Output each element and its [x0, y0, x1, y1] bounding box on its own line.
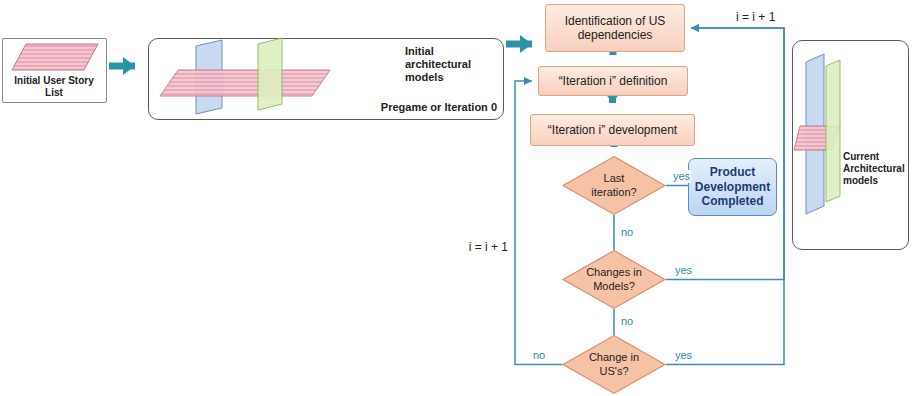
decision-diamond: Change in US's? — [562, 335, 666, 394]
loop-connector — [666, 185, 688, 187]
branch-label: yes — [674, 264, 693, 277]
process-box: Identification of US dependencies — [545, 4, 685, 52]
flow-arrow — [609, 96, 616, 103]
loop-connector — [613, 215, 615, 250]
counter-label: i = i + 1 — [736, 10, 796, 24]
process-box: “Iteration i” development — [530, 114, 695, 146]
flow-arrow — [610, 52, 617, 55]
node-text: Last iteration? — [582, 172, 646, 198]
branch-label: no — [620, 226, 634, 239]
terminal-box: Product Development Completed — [688, 158, 777, 216]
model-panel: Initial architectural modelsPregame or I… — [148, 38, 504, 120]
flow-arrow — [611, 146, 618, 147]
initial-model-planes — [160, 38, 330, 114]
node-text: Current Architectural models — [843, 151, 905, 187]
node-text: Initial architectural models — [405, 45, 497, 85]
diamond-shape — [563, 336, 665, 394]
node-text: “Iteration i” definition — [559, 74, 668, 88]
node-text: Identification of US dependencies — [552, 14, 679, 43]
flow-arrow — [109, 63, 135, 70]
story-list-box: Initial User Story List — [2, 38, 107, 103]
process-box: “Iteration i” definition — [538, 66, 688, 96]
diamond-shape — [563, 251, 665, 309]
user-story-plane — [12, 44, 98, 70]
branch-label: yes — [674, 349, 693, 362]
model-panel: Current Architectural models — [792, 40, 909, 250]
node-text: Pregame or Iteration 0 — [361, 101, 497, 114]
decision-diamond: Changes in Models? — [562, 250, 666, 309]
branch-label: yes — [672, 170, 691, 183]
current-model-planes — [794, 54, 840, 214]
branch-label: no — [532, 349, 546, 362]
node-text: “Iteration i” development — [548, 123, 677, 137]
flow-arrow — [506, 41, 532, 48]
node-text: Changes in Models? — [582, 266, 646, 292]
node-text: Initial User Story List — [5, 75, 103, 99]
node-text: Product Development Completed — [692, 165, 774, 208]
branch-label: no — [620, 315, 634, 328]
decision-diamond: Last iteration? — [562, 156, 666, 215]
counter-label: i = i + 1 — [448, 240, 508, 254]
node-text: Change in US's? — [582, 351, 646, 377]
diamond-shape — [563, 157, 665, 215]
loop-connector — [613, 309, 615, 335]
